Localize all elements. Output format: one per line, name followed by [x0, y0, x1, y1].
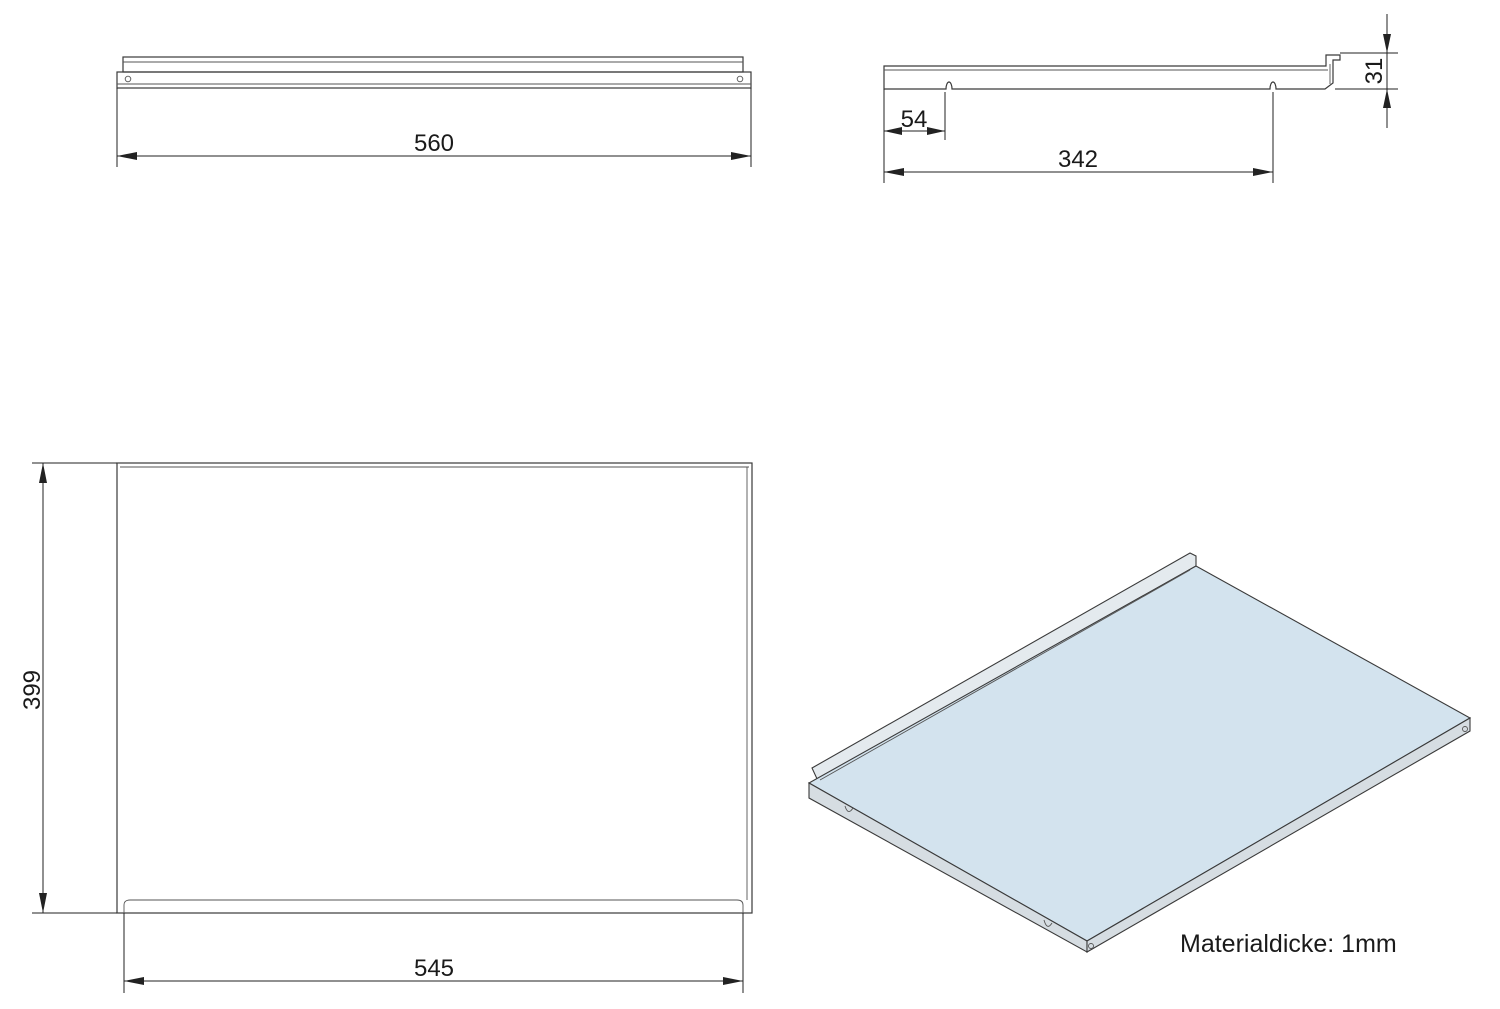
dim-label-top-width: 545	[414, 955, 454, 982]
mounting-hole	[1462, 726, 1468, 732]
mounting-hole	[1088, 943, 1094, 949]
dimension-top-depth: 399	[19, 462, 117, 914]
front-view	[116, 56, 752, 89]
side-view	[883, 54, 1341, 90]
top-view	[116, 462, 753, 914]
isometric-view	[807, 552, 1472, 953]
dim-label-front-width: 560	[414, 130, 454, 157]
dim-label-side-height: 31	[1361, 58, 1388, 85]
mounting-hole	[124, 75, 132, 83]
dimension-side-notch: 54	[883, 89, 946, 183]
mounting-hole	[736, 75, 744, 83]
dim-label-top-depth: 399	[19, 670, 46, 710]
dim-label-side-notch: 54	[901, 106, 928, 133]
dimension-side-height: 31	[1335, 14, 1398, 128]
dim-label-side-depth: 342	[1058, 146, 1098, 173]
dimension-side-depth: 342	[884, 92, 1274, 183]
dimension-front-width: 560	[116, 88, 752, 167]
material-thickness-note: Materialdicke: 1mm	[1180, 930, 1397, 958]
dimension-top-width: 545	[123, 913, 744, 993]
